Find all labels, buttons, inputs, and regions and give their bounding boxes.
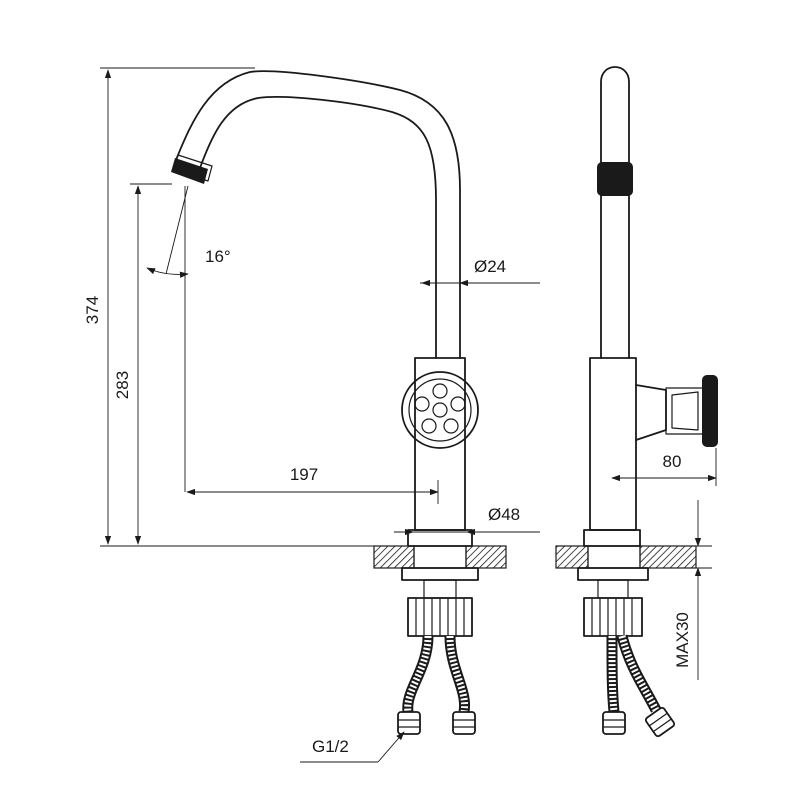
mounting-nut [407,597,473,637]
dimension-lines [100,67,717,763]
dim-deck-thickness: MAX30 [673,612,692,668]
side-countertop-right [639,545,697,569]
shank [413,545,467,569]
dim-spout-height: 283 [113,371,132,399]
hose-fitting-left [397,711,421,735]
countertop-right [465,545,507,569]
side-handle [635,375,718,447]
side-view [555,66,718,738]
aerator-rim [173,154,213,182]
spout-inner-outline [199,96,437,359]
dim-handle-projection: 80 [663,452,682,471]
washer-plate [401,567,479,581]
angle-16-arc [146,267,189,278]
side-washer-plate [577,567,649,581]
side-hose-fitting-left [602,711,626,735]
side-body [589,357,637,531]
threaded-rod [423,579,457,599]
dim-hose-thread: G1/2 [312,737,349,756]
front-view [171,70,507,735]
side-base-flange [583,529,641,547]
side-shank [587,545,641,569]
spout-outer-outline [175,70,461,359]
dim-spout-diameter: Ø24 [474,257,506,276]
thread-leader-line [377,731,405,763]
dim-total-height: 374 [83,296,102,324]
dim-spout-reach: 197 [290,465,318,484]
side-threaded-rod [597,579,629,599]
dim-spout-angle: 16° [205,247,231,266]
side-aerator-band [597,162,633,196]
side-spout-tube [600,66,630,359]
hose-fitting-right [452,711,476,735]
dim-body-diameter: Ø48 [488,505,520,524]
side-mounting-nut [583,597,643,637]
handle-knob-front [401,371,479,449]
side-hose-fitting-right [644,706,676,738]
countertop-left [373,545,415,569]
hose-right [444,635,471,713]
side-countertop-left [555,545,589,569]
